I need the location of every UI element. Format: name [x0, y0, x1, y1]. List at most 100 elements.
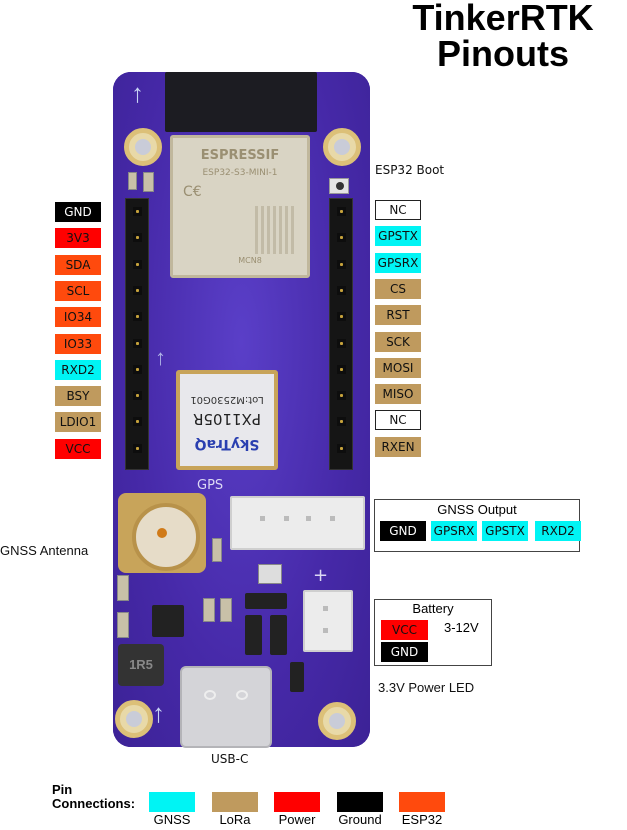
gps-lot: Lot:M2530G01 — [190, 394, 264, 405]
battery-connector[interactable] — [303, 590, 353, 652]
silkscreen-plus: + — [313, 565, 329, 586]
left-pins-pin-label-vcc: VCC — [55, 438, 101, 459]
header-pin — [337, 391, 346, 401]
orientation-arrow-icon: ↑ — [131, 78, 144, 108]
battery-pins-pin-label-vcc: VCC — [381, 620, 428, 640]
gps-model: PX1105R — [193, 410, 261, 428]
legend-title: Pin Connections: — [52, 783, 135, 811]
right-pins-pin-label-gpsrx: GPSRX — [375, 252, 421, 273]
left-pin-header — [125, 198, 149, 470]
gps-brand: SkyTraQ — [194, 436, 260, 452]
gnss-output-pins-pin-label-gpsrx: GPSRX — [431, 521, 477, 541]
esp32-module: ESPRESSIF ESP32-S3-MINI-1 C€ MCN8 — [170, 135, 310, 278]
mounting-hole-top-right — [323, 128, 361, 166]
charger-ic — [152, 605, 184, 637]
legend-swatch-esp32 — [399, 792, 445, 812]
legend-swatch-ground — [337, 792, 383, 812]
battery-title: Battery — [412, 601, 454, 616]
usb-c-port[interactable] — [180, 666, 272, 748]
right-pins-pin-label-mosi: MOSI — [375, 357, 421, 378]
header-pin — [133, 364, 142, 374]
left-pins-pin-label-gnd: GND — [55, 202, 101, 222]
battery-pins-pin-label-gnd: GND — [381, 642, 428, 662]
left-pins-pin-label-3v3: 3V3 — [55, 228, 101, 249]
gnss-output-pins-pin-label-rxd2: RXD2 — [535, 521, 581, 541]
gnss-output-title: GNSS Output — [437, 502, 517, 517]
orientation-arrow-icon: ↑ — [152, 698, 165, 728]
esp32-antenna-area — [165, 72, 317, 132]
left-pins-pin-label-io33: IO33 — [55, 333, 101, 354]
gnss-output-pins-pin-label-gnd: GND — [380, 521, 426, 541]
header-pin — [337, 443, 346, 453]
boot-button[interactable] — [329, 178, 349, 194]
header-pin — [133, 259, 142, 269]
gnss-antenna-label: GNSS Antenna — [0, 543, 89, 558]
orientation-arrow-icon: ↑ — [155, 345, 166, 370]
header-pin — [133, 312, 142, 322]
legend-swatch-gnss — [149, 792, 195, 812]
battery-voltage: 3-12V — [444, 620, 479, 635]
right-pins-pin-label-rxen: RXEN — [375, 436, 421, 457]
power-led — [258, 564, 282, 584]
diode — [245, 615, 262, 655]
left-pins-pin-label-sda: SDA — [55, 254, 101, 275]
usb-c-label: USB-C — [211, 752, 249, 766]
right-pins-pin-label-nc: NC — [375, 200, 421, 220]
header-pin — [133, 391, 142, 401]
right-pins-pin-label-cs: CS — [375, 278, 421, 299]
header-pin — [133, 285, 142, 295]
header-pin — [337, 364, 346, 374]
legend-label-esp32: ESP32 — [401, 812, 443, 827]
legend-label-power: Power — [278, 812, 316, 827]
legend-label-lora: LoRa — [219, 812, 251, 827]
right-pin-header — [329, 198, 353, 470]
smd-component — [117, 612, 129, 638]
ce-mark-icon: C€ — [183, 184, 202, 200]
gps-module: Lot:M2530G01 PX1105R SkyTraQ — [176, 370, 278, 470]
smd-component — [117, 575, 129, 601]
legend-swatch-lora — [212, 792, 258, 812]
header-pin — [337, 285, 346, 295]
title-line-2: Pinouts — [437, 33, 569, 74]
smd-component — [128, 172, 137, 190]
legend-label-gnss: GNSS — [153, 812, 191, 827]
power-led-label: 3.3V Power LED — [378, 680, 475, 695]
silkscreen-gps: GPS — [197, 478, 224, 493]
voltage-regulator — [290, 662, 304, 692]
qr-code-icon — [255, 206, 297, 254]
mounting-hole-bottom-right — [318, 702, 356, 740]
right-pins-pin-label-nc: NC — [375, 410, 421, 431]
left-pins-pin-label-bsy: BSY — [55, 386, 101, 407]
diode — [270, 615, 287, 655]
gnss-antenna-connector[interactable] — [118, 493, 206, 573]
header-pin — [133, 233, 142, 243]
esp32-brand: ESPRESSIF — [200, 148, 280, 163]
smd-component — [220, 598, 232, 622]
legend-title-line-2: Connections: — [52, 796, 136, 811]
header-pin — [337, 207, 346, 216]
header-pin — [133, 417, 142, 427]
esp32-model: ESP32-S3-MINI-1 — [202, 168, 278, 178]
header-pin — [337, 338, 346, 348]
left-pins-pin-label-io34: IO34 — [55, 307, 101, 328]
esp32-mark: MCN8 — [238, 256, 262, 265]
left-pins-pin-label-rxd2: RXD2 — [55, 359, 101, 380]
smd-component — [212, 538, 222, 562]
header-pin — [337, 312, 346, 322]
mounting-hole-bottom-left — [115, 700, 153, 738]
header-pin — [337, 417, 346, 427]
esp32-boot-label: ESP32 Boot — [375, 163, 445, 177]
inductor: 1R5 — [118, 644, 164, 686]
legend-title-line-1: Pin — [52, 782, 73, 797]
right-pins-pin-label-sck: SCK — [375, 331, 421, 352]
right-pins-pin-label-rst: RST — [375, 305, 421, 326]
title-line-1: TinkerRTK — [412, 0, 594, 38]
header-pin — [337, 233, 346, 243]
header-pin — [133, 443, 142, 453]
right-pins-pin-label-gpstx: GPSTX — [375, 226, 421, 247]
gnss-output-connector[interactable] — [230, 496, 365, 550]
left-pins-pin-label-ldio1: LDIO1 — [55, 412, 101, 433]
header-pin — [337, 259, 346, 269]
gnss-output-pins-pin-label-gpstx: GPSTX — [482, 521, 528, 541]
